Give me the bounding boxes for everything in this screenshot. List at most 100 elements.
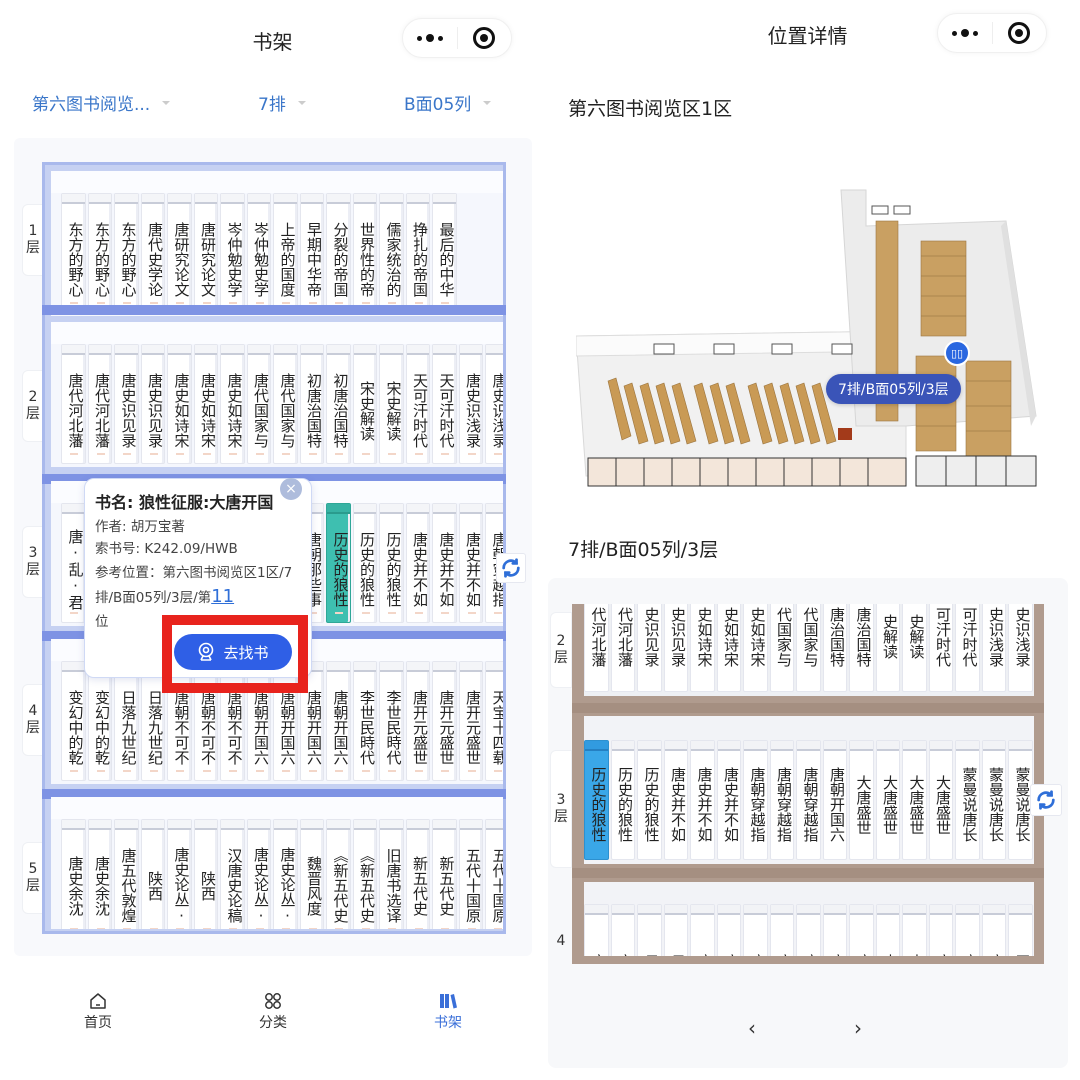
book-spine[interactable]: 陕西 (140, 819, 165, 929)
book-spine-selected[interactable]: 历史的狼性 (326, 503, 351, 623)
book-spine[interactable]: 唐史识浅录 (458, 344, 483, 464)
find-book-button[interactable]: 去找书 (174, 634, 292, 670)
next-page-button[interactable]: › (854, 1016, 862, 1040)
book-spine[interactable]: 五代十国原 (485, 819, 503, 929)
book-spine[interactable]: 日落九世纪 (114, 661, 139, 781)
book-spine[interactable]: 新五代史 (432, 819, 457, 929)
target-circle-icon[interactable] (458, 27, 511, 49)
book-spine[interactable]: 唐史论丛· (167, 819, 192, 929)
book-spine[interactable]: 唐史如诗宋 (193, 344, 218, 464)
book-spine[interactable]: 李世 (902, 904, 927, 956)
book-spine[interactable]: 唐朝 (690, 904, 715, 956)
book-spine[interactable]: 代国家与 (796, 604, 821, 692)
book-spine[interactable]: 史如诗宋 (690, 604, 715, 692)
floor-map-3d[interactable] (576, 186, 1046, 492)
book-spine[interactable]: 变幻中的乾 (61, 661, 86, 781)
book-spine[interactable]: 《新五代史 (326, 819, 351, 929)
book-spine[interactable]: 可汗时代 (928, 604, 953, 692)
book-spine[interactable]: 唐史并不如 (405, 503, 430, 623)
book-spine[interactable]: 世界性的帝 (352, 193, 377, 313)
refresh-button[interactable] (496, 553, 526, 583)
book-spine[interactable]: 唐朝 (716, 904, 741, 956)
book-spine[interactable]: 变幻 (610, 904, 635, 956)
book-spine[interactable]: 史如诗宋 (716, 604, 741, 692)
book-spine[interactable]: 代河北藩 (610, 604, 635, 692)
book-spine[interactable]: 天可汗时代 (432, 344, 457, 464)
book-spine[interactable]: 唐开元盛世 (458, 661, 483, 781)
book-spine[interactable]: 唐朝开国六 (326, 661, 351, 781)
book-spine[interactable]: 魏晋风度·· (299, 819, 324, 929)
book-spine[interactable]: 天宝 (1008, 904, 1033, 956)
book-spine[interactable]: 唐朝 (743, 904, 768, 956)
book-spine[interactable]: 唐开 (928, 904, 953, 956)
book-spine[interactable]: 唐治国特 (822, 604, 847, 692)
book-spine[interactable]: 唐朝 (769, 904, 794, 956)
book-spine[interactable]: 唐朝不可不 (193, 661, 218, 781)
book-spine[interactable]: 蒙曼说唐长 (955, 740, 980, 860)
book-spine[interactable]: 唐史识浅录 (485, 344, 503, 464)
book-spine[interactable]: 历史的狼性 (379, 503, 404, 623)
book-spine[interactable]: 分裂的帝国 (326, 193, 351, 313)
book-spine[interactable]: 唐代国家与 (246, 344, 271, 464)
book-spine[interactable]: 唐开 (955, 904, 980, 956)
book-spine[interactable]: 东方的野心 (87, 193, 112, 313)
book-spine[interactable]: 唐史识见录 (114, 344, 139, 464)
book-spine[interactable]: 唐开 (981, 904, 1006, 956)
close-icon[interactable]: × (280, 478, 302, 500)
target-circle-icon[interactable] (993, 22, 1046, 44)
book-spine[interactable]: 唐史并不如 (690, 740, 715, 860)
book-spine[interactable]: 史识见录 (637, 604, 662, 692)
book-spine[interactable]: 岑仲勉史学 (220, 193, 245, 313)
book-spine[interactable]: 唐·乱·君 (61, 503, 86, 623)
book-spine[interactable]: 唐开元盛世 (405, 661, 430, 781)
book-pin-icon[interactable]: ▯▯ (944, 340, 970, 366)
tab-home[interactable]: 首页 (58, 990, 138, 1032)
book-spine[interactable]: 《新五代史 (352, 819, 377, 929)
book-spine[interactable]: 唐史余沈 (61, 819, 86, 929)
book-spine[interactable]: 李世民時代 (379, 661, 404, 781)
book-spine[interactable]: 唐研究论文 (167, 193, 192, 313)
book-spine[interactable]: 唐史并不如 (432, 503, 457, 623)
book-spine[interactable]: 历史的狼性 (637, 740, 662, 860)
book-spine[interactable]: 初唐治国特 (299, 344, 324, 464)
book-spine[interactable]: 代国家与 (769, 604, 794, 692)
book-spine[interactable]: 最后的中华 (432, 193, 457, 313)
book-spine[interactable]: 新五代史 (405, 819, 430, 929)
book-spine[interactable]: 唐朝 (796, 904, 821, 956)
book-spine[interactable]: 蒙曼说唐长 (1008, 740, 1033, 860)
book-spine[interactable]: 史识浅录 (981, 604, 1006, 692)
book-spine[interactable]: 变幻中的乾 (87, 661, 112, 781)
book-spine-selected[interactable]: 历史的狼性 (584, 740, 609, 860)
book-spine[interactable]: 唐史论丛· (273, 819, 298, 929)
column-dropdown[interactable]: B面05列 (404, 90, 492, 115)
book-spine[interactable]: 宋史解读 (379, 344, 404, 464)
book-spine[interactable]: 唐朝不可不 (220, 661, 245, 781)
book-spine[interactable]: 唐史论丛· (246, 819, 271, 929)
book-spine[interactable]: 旧唐书选译 (379, 819, 404, 929)
book-spine[interactable]: 唐史余沈 (87, 819, 112, 929)
book-spine[interactable]: 唐朝穿越指 (485, 503, 503, 623)
book-spine[interactable]: 天可汗时代 (405, 344, 430, 464)
tab-bookshelf[interactable]: 书架 (408, 990, 488, 1032)
book-spine[interactable]: 史识见录 (663, 604, 688, 692)
book-spine[interactable]: 唐史并不如 (458, 503, 483, 623)
book-spine[interactable]: 儒家统治的 (379, 193, 404, 313)
position-index[interactable]: 11 (211, 586, 235, 607)
book-spine[interactable]: 唐朝开国六 (822, 740, 847, 860)
book-spine[interactable]: 唐史如诗宋 (167, 344, 192, 464)
prev-page-button[interactable]: ‹ (748, 1016, 756, 1040)
book-spine[interactable]: 唐史并不如 (716, 740, 741, 860)
book-spine[interactable]: 宋史解读 (352, 344, 377, 464)
book-spine[interactable]: 唐史识见录 (140, 344, 165, 464)
tab-category[interactable]: 分类 (233, 990, 313, 1032)
book-spine[interactable]: 唐代河北藩 (61, 344, 86, 464)
book-spine[interactable]: 唐研究论文 (193, 193, 218, 313)
more-dots-icon[interactable] (403, 34, 457, 42)
book-spine[interactable]: 变幻 (584, 904, 609, 956)
